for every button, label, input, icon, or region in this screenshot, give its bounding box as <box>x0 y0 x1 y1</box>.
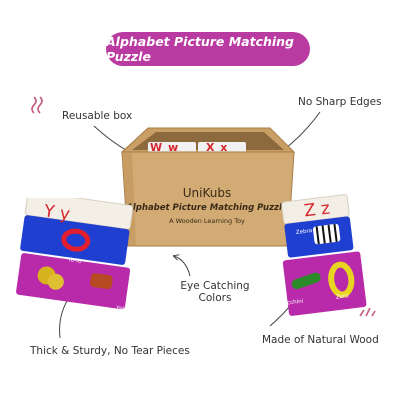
banner-title: Alphabet Picture Matching Puzzle <box>106 34 295 64</box>
dots-icon <box>359 307 376 317</box>
box-tagline: A Wooden Learning Toy <box>169 217 245 225</box>
callout-natural-wood: Made of Natural Wood <box>262 334 379 346</box>
left-puzzle-letters: Y y <box>42 201 72 225</box>
title-banner: Alphabet Picture Matching Puzzle <box>106 32 310 66</box>
box-piece-right-letters: X x <box>206 141 229 154</box>
wooden-box <box>120 127 296 247</box>
callout-no-sharp-edges: No Sharp Edges <box>298 96 382 108</box>
right-puzzle-letters: Z z <box>302 198 332 222</box>
box-product: Alphabet Picture Matching Puzzle <box>126 203 288 213</box>
callout-thick-sturdy: Thick & Sturdy, No Tear Pieces <box>30 345 190 357</box>
callout-eye-catching: Eye Catching Colors <box>180 280 250 304</box>
left-puzzle-word-bottom-right: Yak <box>115 305 126 313</box>
left-puzzle <box>16 198 134 310</box>
right-puzzle <box>281 194 367 316</box>
box-piece-left-letters: W w <box>150 141 180 154</box>
left-puzzle-word-bottom-left: Yam <box>37 299 51 308</box>
box-brand: UniKubs <box>182 186 232 200</box>
arrow-icon <box>174 256 191 277</box>
callout-eye-catching-line1: Eye Catching <box>180 280 250 292</box>
callout-eye-catching-line2: Colors <box>198 292 232 304</box>
callout-reusable-box: Reusable box <box>62 110 133 122</box>
squiggle-icon <box>31 96 43 114</box>
